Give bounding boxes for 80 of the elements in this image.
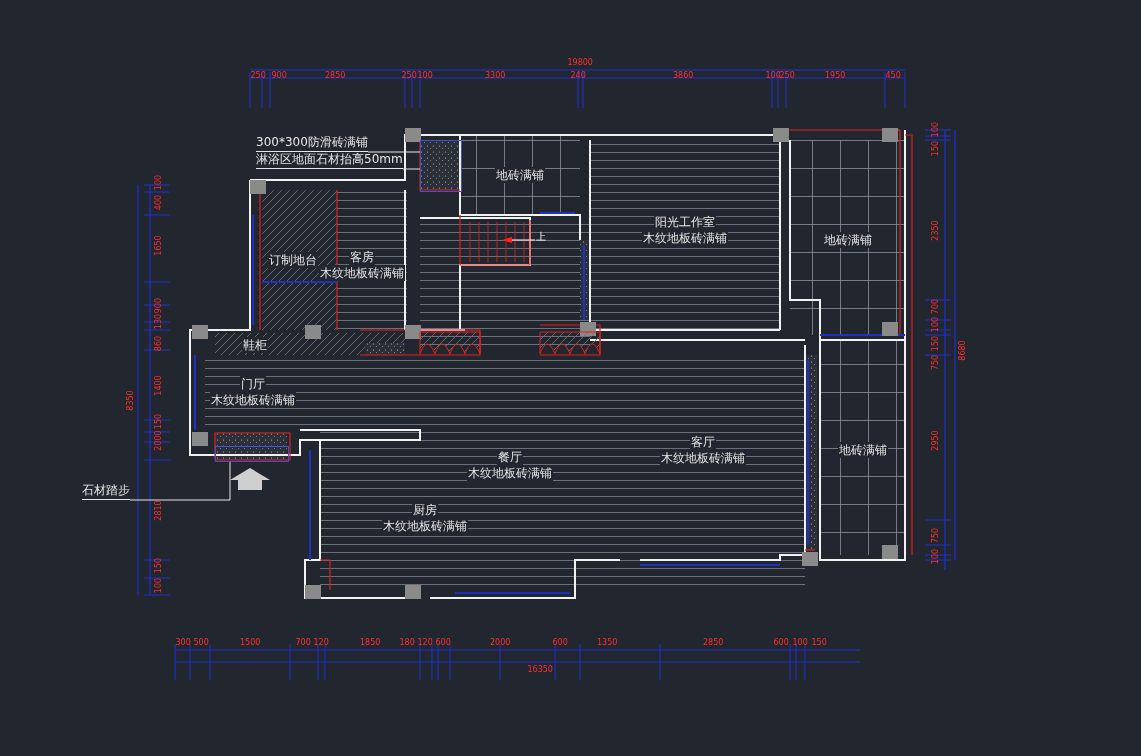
stair-label: 上 bbox=[536, 231, 546, 241]
dimension-label: 600 bbox=[552, 637, 568, 647]
dimension-label: 750 bbox=[930, 354, 940, 370]
room-label: 客房 bbox=[349, 249, 375, 265]
dimension-label: 8680 bbox=[957, 339, 967, 361]
dimension-label: 900 bbox=[153, 297, 163, 313]
dimension-label: 1850 bbox=[360, 637, 381, 647]
dimension-label: 2850 bbox=[325, 70, 346, 80]
dimension-label: 8350 bbox=[125, 389, 135, 411]
dimension-label: 150 bbox=[811, 637, 827, 647]
dimension-label: 100 bbox=[930, 316, 940, 332]
dimension-label: 100 bbox=[792, 637, 808, 647]
leader-line bbox=[129, 461, 231, 501]
dimension-label: 150 bbox=[153, 557, 163, 573]
room-label: 鞋柜 bbox=[242, 337, 268, 353]
floor-finish-label: 木纹地板砖满铺 bbox=[467, 465, 553, 481]
floor-finish-label: 木纹地板砖满铺 bbox=[642, 230, 728, 246]
floor-area bbox=[420, 140, 462, 192]
dimension-label: 250 bbox=[401, 70, 417, 80]
leader-line bbox=[402, 168, 421, 170]
note-text: 淋浴区地面石材抬高50mm bbox=[256, 151, 403, 169]
dimension-label: 2850 bbox=[703, 637, 724, 647]
room-label: 客厅 bbox=[689, 434, 716, 450]
floor-finish-label: 木纹地板砖满铺 bbox=[209, 392, 296, 408]
dimension-label: 600 bbox=[435, 637, 451, 647]
dimension-label: 3300 bbox=[485, 70, 506, 80]
dimension-label: 1400 bbox=[153, 374, 163, 396]
dimension-label: 750 bbox=[930, 527, 940, 543]
dimension-label: 600 bbox=[773, 637, 789, 647]
dimension-label: 1500 bbox=[240, 637, 261, 647]
note-text: 石材踏步 bbox=[82, 482, 130, 500]
dimension-label: 2950 bbox=[930, 429, 940, 451]
dimension-label: 1650 bbox=[153, 234, 163, 256]
floor-finish-label: 木纹地板砖满铺 bbox=[319, 265, 405, 281]
dimension-label: 300 bbox=[175, 637, 191, 647]
dimension-label: 450 bbox=[885, 70, 901, 80]
dimension-label: 16350 bbox=[527, 664, 553, 674]
dimension-label: 120 bbox=[417, 637, 433, 647]
dimension-label: 100 bbox=[417, 70, 433, 80]
dimension-label: 2810 bbox=[153, 499, 163, 521]
dimension-label: 400 bbox=[153, 194, 163, 210]
note-text: 300*300防滑砖满铺 bbox=[256, 134, 368, 152]
dimension-label: 3860 bbox=[673, 70, 694, 80]
dimension-label: 100 bbox=[930, 121, 940, 137]
room-label: 门厅 bbox=[239, 376, 266, 392]
dimension-label: 250 bbox=[779, 70, 795, 80]
dimension-label: 19800 bbox=[567, 57, 593, 67]
dimension-label: 180 bbox=[399, 637, 415, 647]
dimension-label: 100 bbox=[765, 70, 781, 80]
dimension-label: 2000 bbox=[153, 429, 163, 451]
room-label: 阳光工作室 bbox=[654, 214, 716, 230]
dimension-label: 500 bbox=[193, 637, 209, 647]
room-label: 订制地台 bbox=[268, 252, 318, 268]
dimension-label: 130 bbox=[153, 313, 163, 329]
dimension-label: 150 bbox=[930, 140, 940, 156]
dimension-label: 150 bbox=[153, 413, 163, 429]
dimension-label: 240 bbox=[570, 70, 586, 80]
dimension-label: 100 bbox=[153, 577, 163, 593]
dimension-label: 2000 bbox=[490, 637, 511, 647]
room-label: 厨房 bbox=[412, 502, 438, 518]
dimension-label: 100 bbox=[930, 548, 940, 564]
dimension-label: 900 bbox=[271, 70, 287, 80]
dimension-label: 100 bbox=[153, 174, 163, 190]
dimension-label: 700 bbox=[295, 637, 311, 647]
room-label: 餐厅 bbox=[497, 449, 523, 465]
dimension-label: 2350 bbox=[930, 219, 940, 241]
floor-finish-label: 木纹地板砖满铺 bbox=[659, 450, 746, 466]
room-label: 地砖满铺 bbox=[837, 442, 888, 458]
floor-finish-label: 木纹地板砖满铺 bbox=[382, 518, 468, 534]
room-label: 地砖满铺 bbox=[822, 232, 873, 248]
dimension-label: 1350 bbox=[597, 637, 618, 647]
dimension-label: 860 bbox=[153, 335, 163, 351]
leader-line bbox=[367, 151, 421, 153]
dimension-label: 700 bbox=[930, 298, 940, 314]
room-label: 地砖满铺 bbox=[495, 167, 545, 183]
dimension-label: 150 bbox=[930, 335, 940, 351]
dimension-label: 120 bbox=[313, 637, 329, 647]
dimension-label: 250 bbox=[250, 70, 266, 80]
dimension-label: 1950 bbox=[825, 70, 846, 80]
floor-area bbox=[215, 446, 289, 462]
